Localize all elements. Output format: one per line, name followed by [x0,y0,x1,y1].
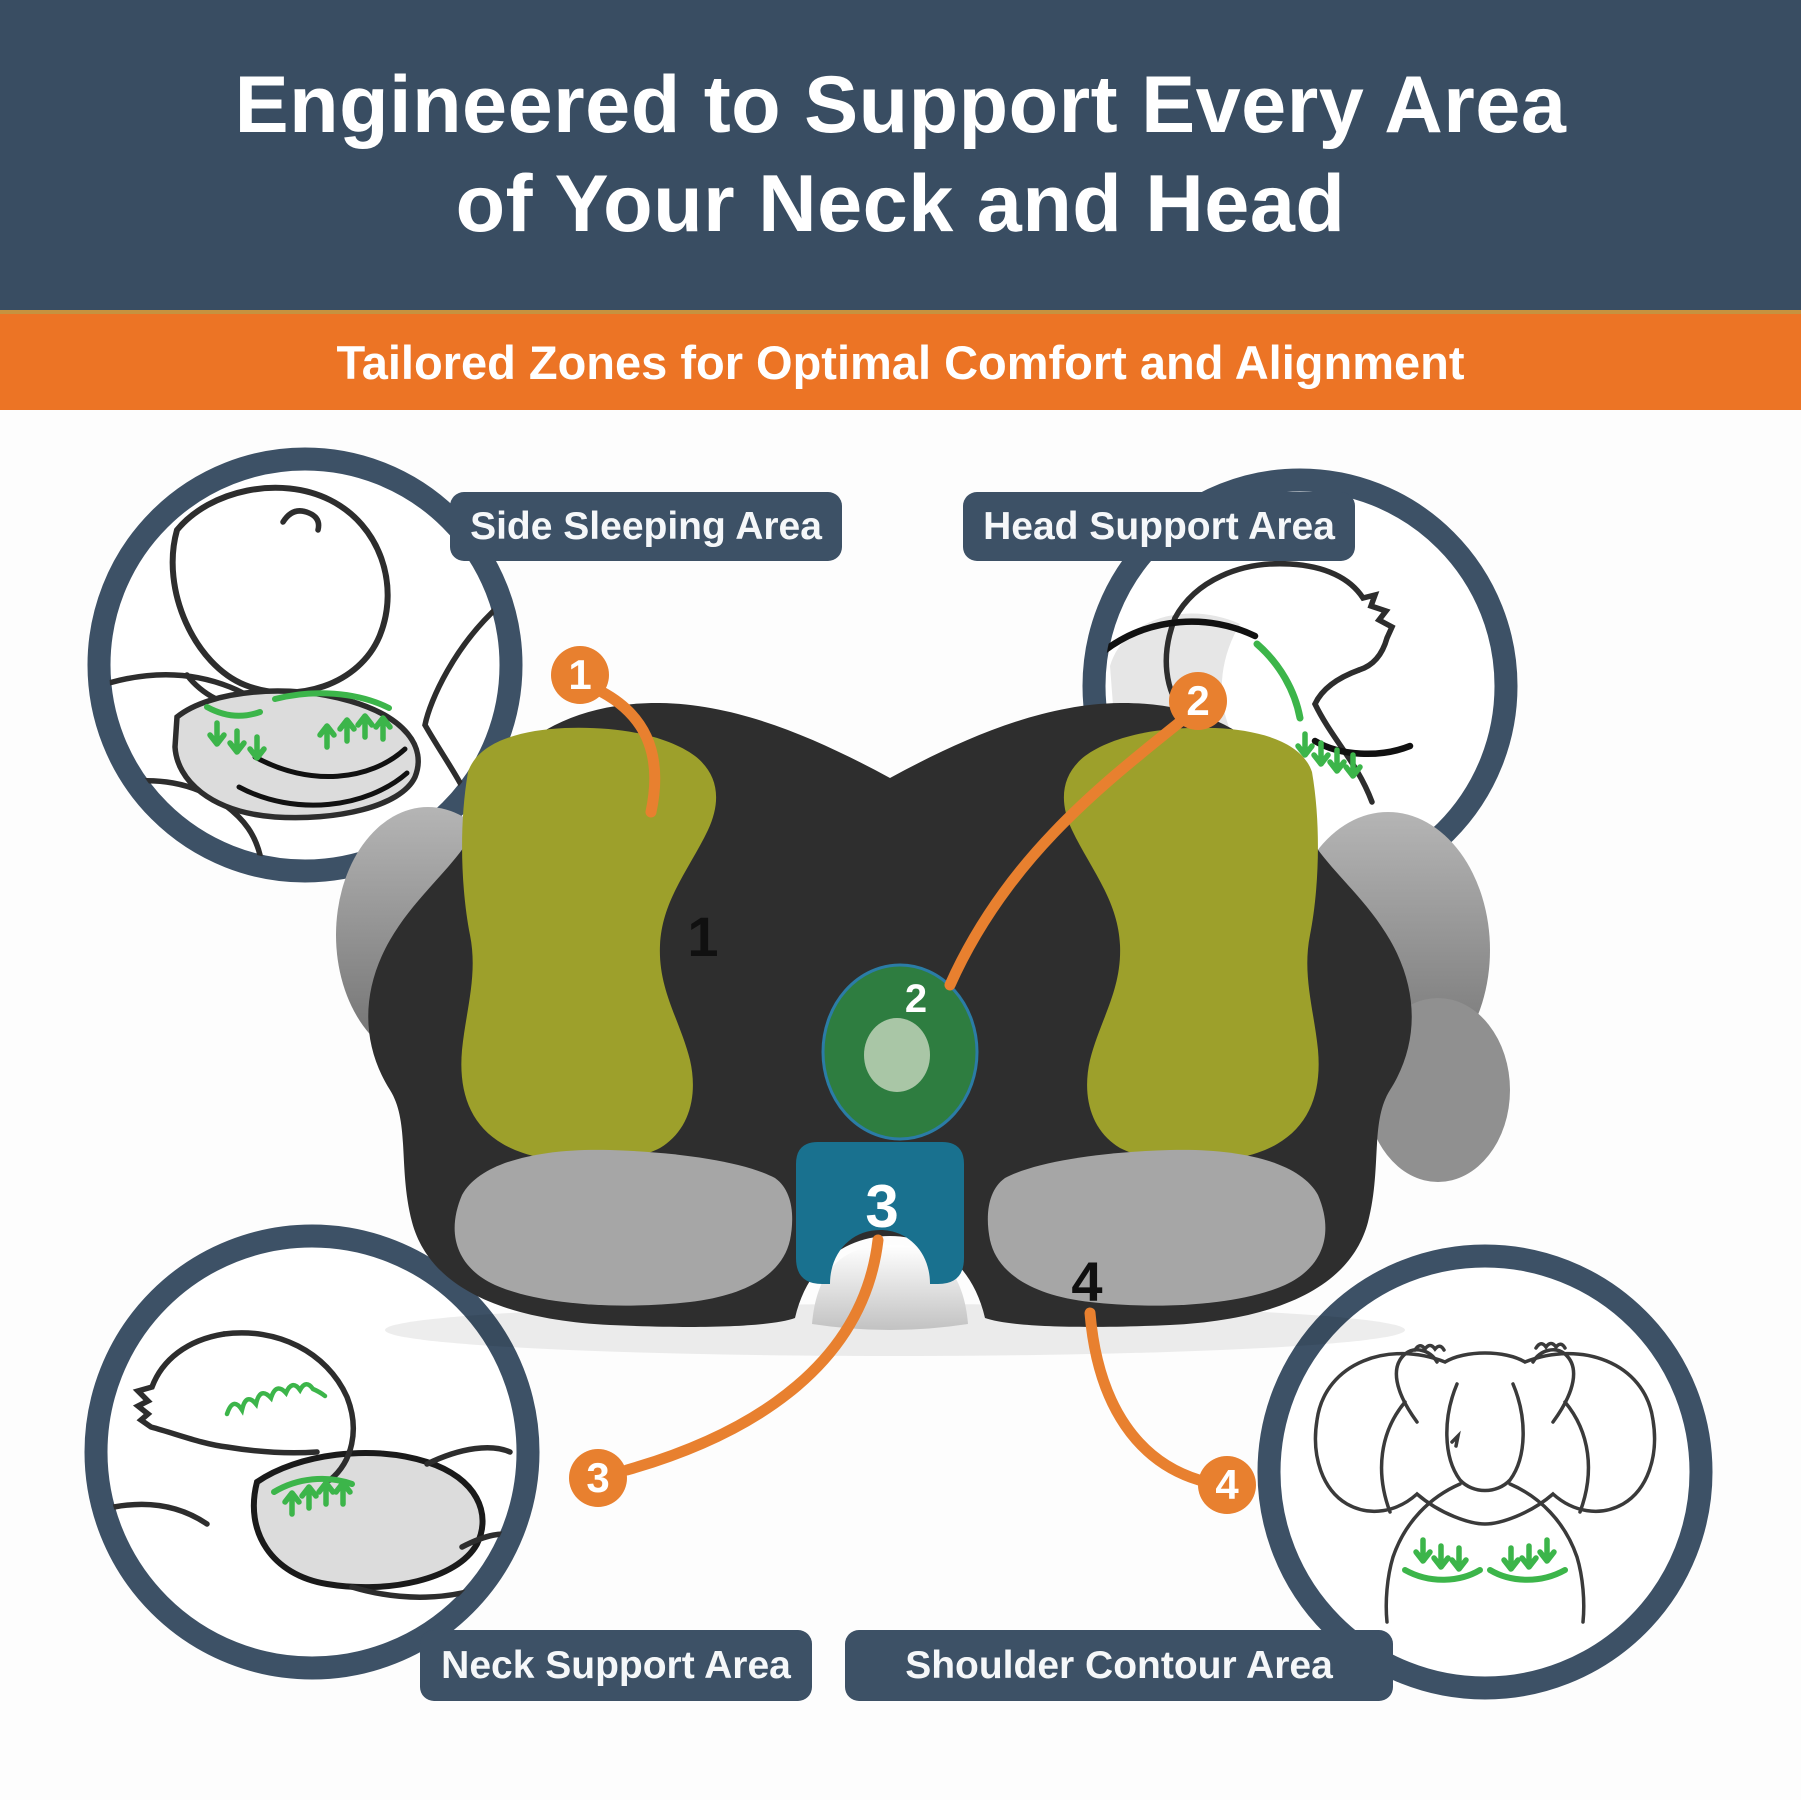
zone-olive-left [461,727,717,1163]
pillow-zone-number-4: 4 [1071,1250,1103,1313]
subtitle-banner: Tailored Zones for Optimal Comfort and A… [0,310,1801,410]
zone-gray-left [454,1149,793,1306]
pillow-illustration [336,702,1510,1356]
connector-3 [621,1234,884,1476]
zone-label-neck-support: Neck Support Area [420,1630,812,1701]
header-banner: Engineered to Support Every Area of Your… [0,0,1801,310]
connector-1 [596,686,661,818]
zone-green-light [864,1018,930,1092]
zone-teal [796,1142,964,1284]
zone-label-head-support: Head Support Area [963,492,1355,561]
page-title-line2: of Your Neck and Head [455,159,1346,249]
connector-2 [944,716,1186,991]
pillow-zone-number-3: 3 [865,1173,899,1240]
pillow-zone-number-2: 2 [904,977,928,1021]
zone-olive-right [1063,727,1319,1163]
connector-4 [1084,1307,1205,1486]
zone-badge-4: 4 [1198,1456,1256,1514]
zone-gray-right [987,1149,1326,1306]
neck-support-illustration [84,1224,540,1680]
pillow-zone-number-1: 1 [687,905,719,968]
subtitle-text: Tailored Zones for Optimal Comfort and A… [336,335,1465,389]
zone-label-side-sleeping: Side Sleeping Area [450,492,842,561]
side-sleeping-illustration [87,447,523,883]
zone-label-shoulder-contour: Shoulder Contour Area [845,1630,1393,1701]
zone-badge-3: 3 [569,1449,627,1507]
page-title-line1: Engineered to Support Every Area [234,60,1567,151]
shoulder-contour-illustration [1257,1244,1713,1700]
callout-connectors [596,686,1205,1486]
zone-badge-2: 2 [1169,672,1227,730]
zone-badge-1: 1 [551,646,609,704]
